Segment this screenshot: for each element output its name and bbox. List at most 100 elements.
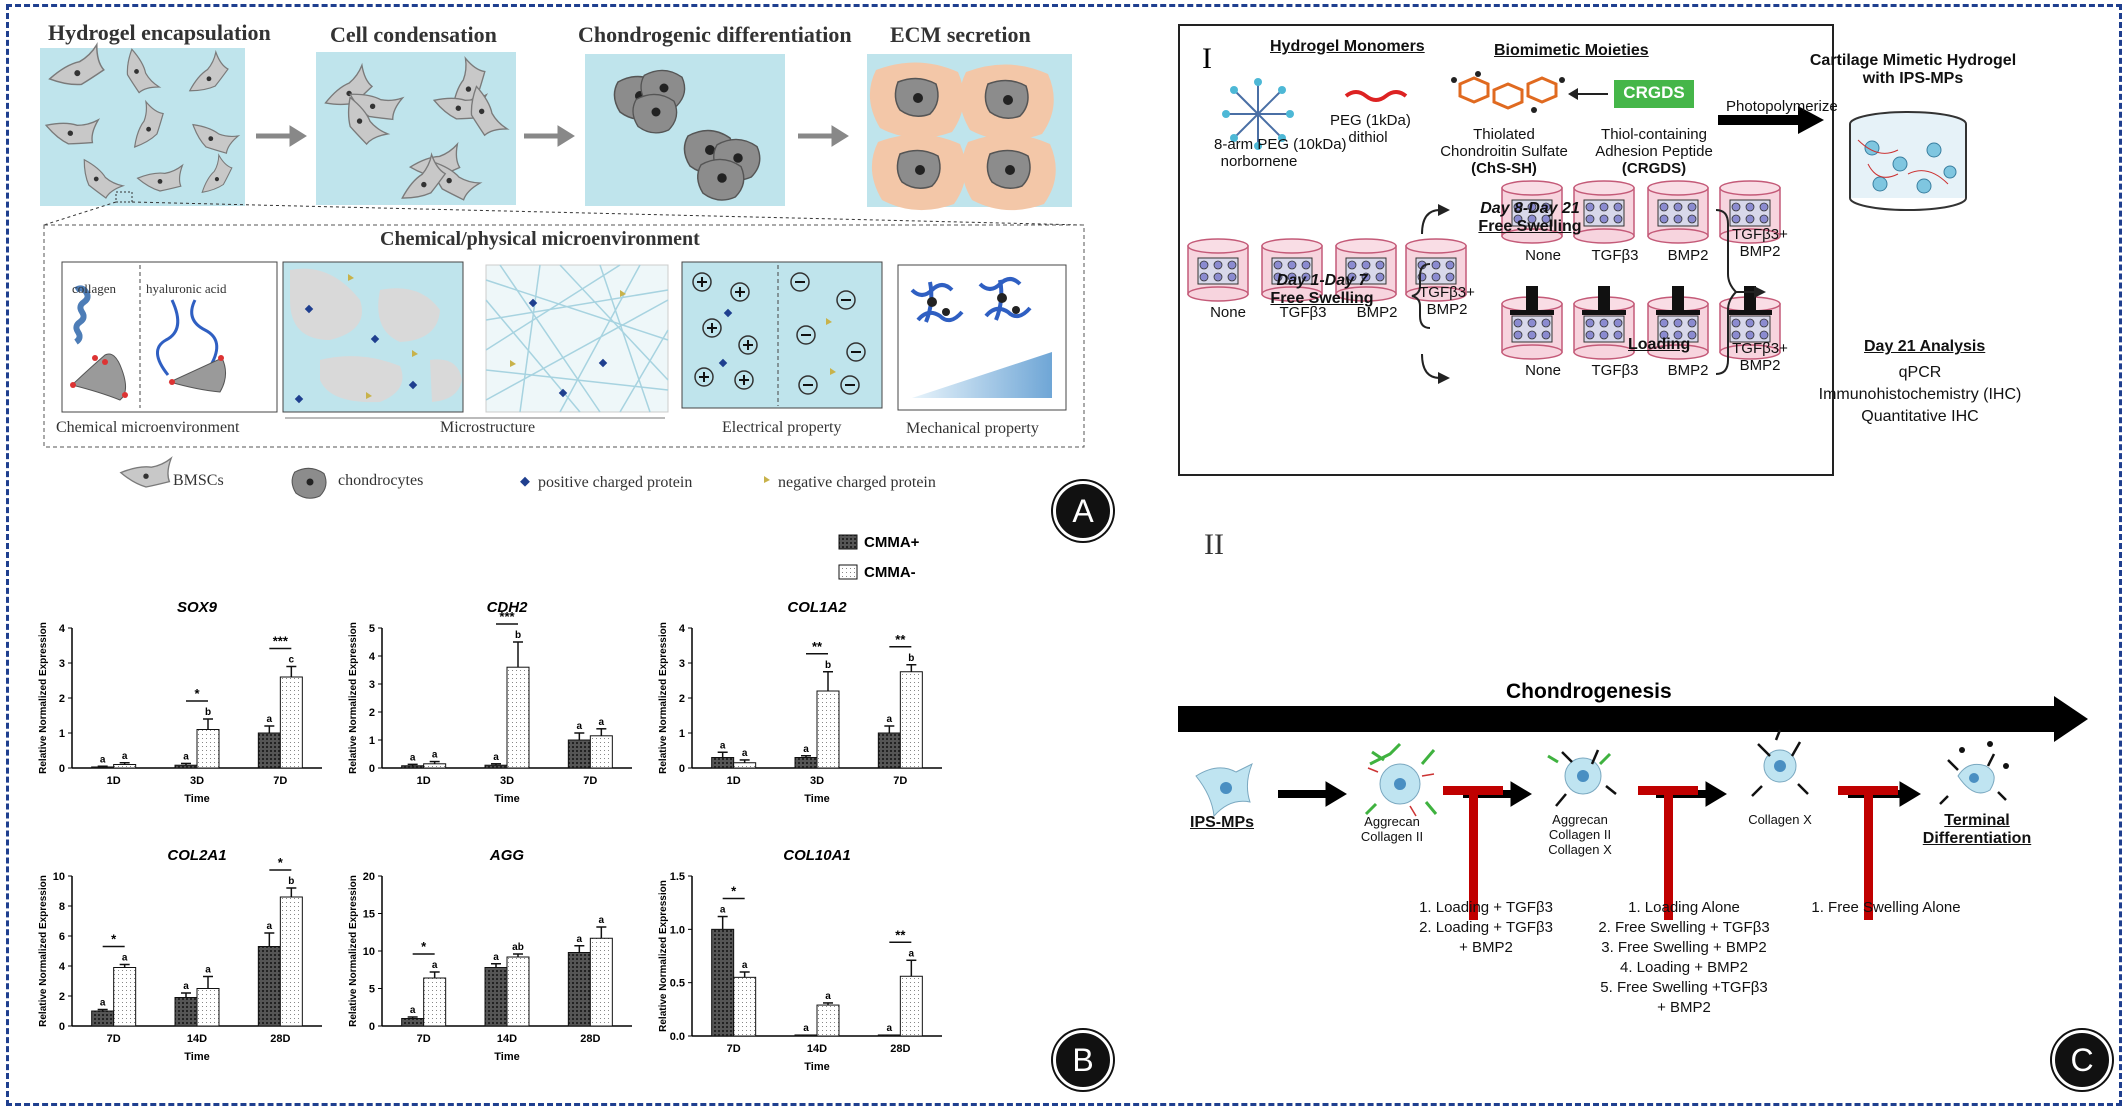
step-cell-condensation: Cell condensation xyxy=(330,22,497,47)
y-tick-label: 0.5 xyxy=(670,978,685,990)
cell xyxy=(1361,260,1371,270)
significance-letter: a xyxy=(183,751,189,762)
hyaluronic-label: hyaluronic acid xyxy=(146,281,227,296)
cell xyxy=(1513,318,1523,328)
chart-title: SOX9 xyxy=(177,599,218,616)
cell xyxy=(1513,330,1523,340)
bar xyxy=(506,666,530,769)
cell xyxy=(1659,318,1669,328)
cell xyxy=(1513,214,1523,224)
y-tick-label: 1.5 xyxy=(670,871,685,883)
y-tick-label: 1 xyxy=(369,735,375,747)
cell xyxy=(1599,330,1609,340)
y-tick-label: 10 xyxy=(363,946,375,958)
significance-letter: b xyxy=(825,660,831,671)
cell xyxy=(1731,330,1741,340)
cell xyxy=(1759,330,1769,340)
cell xyxy=(1599,214,1609,224)
loading-piston xyxy=(1598,286,1610,312)
cond-none-3: None xyxy=(1525,362,1561,379)
significance-letter: a xyxy=(599,915,605,926)
significance-letter: b xyxy=(515,630,521,641)
x-tick-label: 7D xyxy=(583,775,597,787)
cell xyxy=(1745,330,1755,340)
significance-letter: a xyxy=(742,748,748,759)
cell xyxy=(1431,272,1441,282)
bar xyxy=(423,977,447,1027)
x-tick-label: 7D xyxy=(727,1043,741,1055)
x-axis-label: Time xyxy=(494,793,519,805)
significance-letter: a xyxy=(100,754,106,765)
y-tick-label: 20 xyxy=(363,871,375,883)
significance-letter: a xyxy=(825,991,831,1002)
y-axis-label: Relative Normalized Expression xyxy=(348,622,359,774)
cell xyxy=(1347,272,1357,282)
well-top xyxy=(1405,238,1467,254)
y-tick-label: 5 xyxy=(369,623,375,635)
cell xyxy=(1273,260,1283,270)
x-tick-label: 14D xyxy=(497,1033,517,1045)
crgds-badge: CRGDS xyxy=(1623,83,1685,102)
y-tick-label: 6 xyxy=(59,931,65,943)
step-hydrogel-encapsulation: Hydrogel encapsulation xyxy=(48,20,271,45)
bar xyxy=(877,732,901,769)
caption-mechanical: Mechanical property xyxy=(906,420,1039,437)
cell xyxy=(1527,318,1537,328)
bar xyxy=(91,766,115,769)
y-axis-label: Relative Normalized Expression xyxy=(348,875,359,1027)
significance-letter: a xyxy=(803,744,809,755)
cell xyxy=(1527,202,1537,212)
panel-c-i-box xyxy=(1178,24,1834,476)
well-bottom xyxy=(1501,344,1563,360)
x-tick-label: 3D xyxy=(500,775,514,787)
cell xyxy=(1585,214,1595,224)
cell xyxy=(1687,318,1697,328)
cond-bmp-3: BMP2 xyxy=(1667,362,1709,379)
x-tick-label: 1D xyxy=(727,775,741,787)
cell xyxy=(1361,272,1371,282)
cell xyxy=(1541,214,1551,224)
cond-tgfbmp-2: TGFβ3+ BMP2 xyxy=(1732,226,1788,260)
y-tick-label: 4 xyxy=(59,623,66,635)
cell xyxy=(1673,330,1683,340)
legend-positive-protein: positive charged protein xyxy=(538,474,693,491)
cell xyxy=(1745,318,1755,328)
cond-bmp-2: BMP2 xyxy=(1667,247,1709,264)
bar xyxy=(899,671,923,769)
analysis-title: Day 21 Analysis xyxy=(1864,338,1986,355)
chart-title: CDH2 xyxy=(487,599,528,616)
loading-platen xyxy=(1728,310,1772,315)
x-axis-label: Time xyxy=(184,793,209,805)
bar xyxy=(899,975,923,1037)
cond-tgf-3: TGFβ3 xyxy=(1591,362,1639,379)
cell xyxy=(1375,260,1385,270)
inhibitor3-list: 1. Free Swelling Alone xyxy=(1811,899,1961,916)
cell xyxy=(1585,318,1595,328)
cell xyxy=(1673,214,1683,224)
y-tick-label: 4 xyxy=(679,623,686,635)
legend-cmma-plus-swatch xyxy=(838,534,858,550)
cell xyxy=(1759,318,1769,328)
cell xyxy=(1199,260,1209,270)
significance-letter: a xyxy=(205,965,211,976)
bar xyxy=(401,765,425,769)
cell xyxy=(1599,202,1609,212)
well-bottom xyxy=(1719,228,1781,244)
y-tick-label: 1 xyxy=(679,728,685,740)
cell xyxy=(1273,272,1283,282)
bar xyxy=(816,1004,840,1037)
y-tick-label: 3 xyxy=(59,658,65,670)
well-top xyxy=(1719,180,1781,196)
x-tick-label: 7D xyxy=(107,1033,121,1045)
legend-cmma-plus: CMMA+ xyxy=(864,534,920,551)
caption-chemical: Chemical microenvironment xyxy=(56,419,240,436)
bar xyxy=(113,764,137,769)
